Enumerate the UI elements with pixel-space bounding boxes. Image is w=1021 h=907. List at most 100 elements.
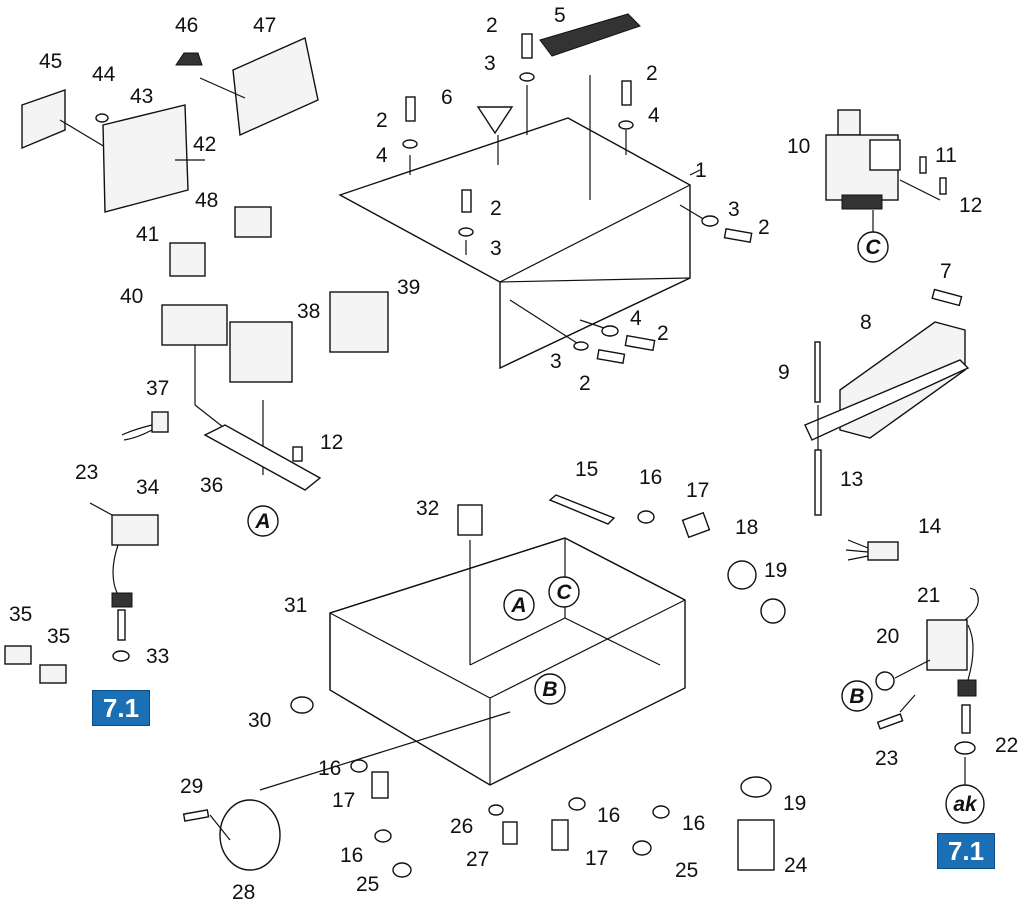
label-31: 31 [284, 594, 307, 617]
ref-a-box: A [503, 589, 535, 621]
label-7: 7 [940, 260, 952, 283]
label-22: 22 [995, 734, 1018, 757]
label-9: 9 [778, 361, 790, 384]
ref-b-box: B [534, 673, 566, 705]
label-2: 2 [579, 372, 591, 395]
label-4: 4 [376, 144, 388, 167]
ref-b-right: B [841, 680, 873, 712]
cover-panel [338, 75, 706, 370]
label-3: 3 [490, 237, 502, 260]
label-4: 4 [630, 307, 642, 330]
label-47: 47 [253, 14, 276, 37]
label-3: 3 [728, 198, 740, 221]
label-44: 44 [92, 63, 116, 86]
label-30: 30 [248, 709, 271, 732]
label-12: 12 [320, 431, 343, 454]
label-5: 5 [554, 4, 566, 27]
label-16: 16 [639, 466, 662, 489]
ref-a-left: A [247, 505, 279, 537]
label-16: 16 [682, 812, 705, 835]
label-3: 3 [484, 52, 496, 75]
label-25: 25 [356, 873, 379, 896]
ref-ak: ak [945, 784, 985, 824]
label-27: 27 [466, 848, 489, 871]
electronics-boards [21, 37, 389, 491]
svg-text:C: C [556, 581, 572, 604]
label-39: 39 [397, 276, 420, 299]
label-41: 41 [136, 223, 159, 246]
label-34: 34 [136, 476, 160, 499]
ref-c-box: C [548, 576, 580, 608]
label-17: 17 [686, 479, 709, 502]
label-6: 6 [441, 86, 453, 109]
part-number-labels: 1 2 2 2 2 2 2 2 3 3 3 3 4 4 4 5 6 7 8 9 … [9, 4, 1018, 904]
label-2: 2 [657, 322, 669, 345]
label-28: 28 [232, 881, 255, 904]
housing-fittings [182, 510, 786, 878]
pressure-switch-right [875, 587, 979, 785]
label-17: 17 [332, 789, 355, 812]
label-14: 14 [918, 515, 942, 538]
label-29: 29 [180, 775, 203, 798]
label-4: 4 [648, 104, 660, 127]
label-17: 17 [585, 847, 608, 870]
label-11: 11 [935, 144, 957, 167]
label-2: 2 [486, 14, 498, 37]
label-42: 42 [193, 133, 216, 156]
label-20: 20 [876, 625, 899, 648]
warning-sticker [476, 106, 514, 135]
label-19: 19 [783, 792, 806, 815]
section-badge-left[interactable]: 7.1 [92, 690, 150, 726]
label-2: 2 [376, 109, 388, 132]
label-35: 35 [9, 603, 32, 626]
svg-text:C: C [865, 236, 881, 259]
section-badge-right[interactable]: 7.1 [937, 833, 995, 869]
svg-text:A: A [254, 510, 270, 533]
label-2: 2 [646, 62, 658, 85]
pressure-switch-left [4, 502, 159, 684]
terminal-block-rail [804, 288, 970, 516]
label-26: 26 [450, 815, 473, 838]
label-24: 24 [784, 854, 808, 877]
label-21: 21 [917, 584, 940, 607]
label-15: 15 [575, 458, 598, 481]
label-45: 45 [39, 50, 62, 73]
label-1: 1 [695, 159, 707, 182]
svg-text:A: A [510, 594, 526, 617]
label-35: 35 [47, 625, 70, 648]
label-16: 16 [340, 844, 363, 867]
ref-c-transformer: C [857, 231, 889, 263]
label-40: 40 [120, 285, 143, 308]
label-38: 38 [297, 300, 320, 323]
label-16: 16 [318, 757, 341, 780]
filter-component [867, 541, 899, 561]
svg-text:B: B [542, 678, 557, 701]
label-23: 23 [875, 747, 898, 770]
transformer [825, 109, 947, 232]
label-plate [539, 13, 641, 57]
label-25: 25 [675, 859, 698, 882]
label-2: 2 [490, 197, 502, 220]
label-48: 48 [195, 189, 218, 212]
label-3: 3 [550, 350, 562, 373]
label-43: 43 [130, 85, 153, 108]
main-housing [329, 494, 686, 786]
label-33: 33 [146, 645, 169, 668]
label-8: 8 [860, 311, 872, 334]
svg-text:B: B [849, 685, 864, 708]
label-10: 10 [787, 135, 810, 158]
label-36: 36 [200, 474, 223, 497]
label-37: 37 [146, 377, 169, 400]
label-46: 46 [175, 14, 198, 37]
cover-screws [402, 33, 753, 364]
label-19: 19 [764, 559, 787, 582]
label-23: 23 [75, 461, 98, 484]
label-18: 18 [735, 516, 758, 539]
label-2: 2 [758, 216, 770, 239]
label-16: 16 [597, 804, 620, 827]
svg-text:ak: ak [953, 793, 978, 816]
label-12: 12 [959, 194, 982, 217]
label-13: 13 [840, 468, 863, 491]
label-32: 32 [416, 497, 439, 520]
